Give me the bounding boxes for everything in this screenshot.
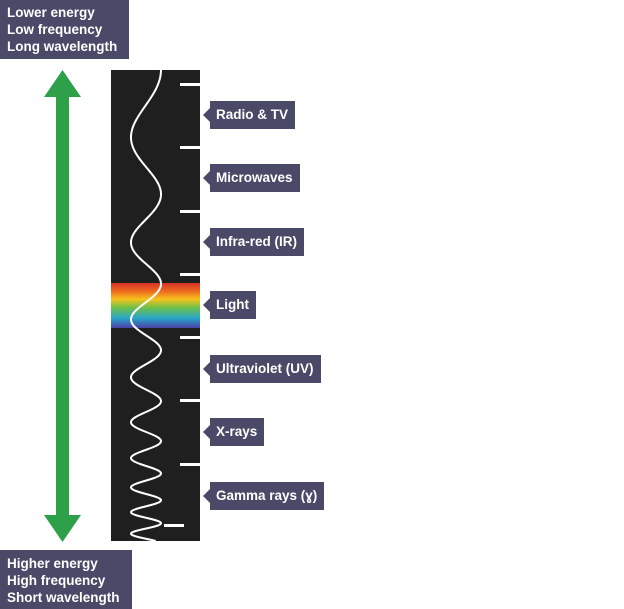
double-headed-arrow-icon bbox=[44, 70, 81, 542]
top-line-wavelength: Long wavelength bbox=[7, 39, 118, 54]
top-line-energy: Lower energy bbox=[7, 5, 95, 20]
high-energy-label-box: Higher energy High frequency Short wavel… bbox=[0, 550, 132, 609]
label-microwaves: Microwaves bbox=[203, 164, 300, 192]
label-ultraviolet: Ultraviolet (UV) bbox=[203, 355, 321, 383]
visible-light-band bbox=[111, 283, 200, 328]
bottom-line-energy: Higher energy bbox=[7, 556, 98, 571]
label-gamma-rays: Gamma rays (ɣ) bbox=[202, 482, 325, 510]
label-infrared: Infra-red (IR) bbox=[203, 228, 304, 256]
tick-marks bbox=[164, 83, 200, 527]
top-line-frequency: Low frequency bbox=[7, 22, 103, 37]
label-x-rays: X-rays bbox=[202, 418, 265, 446]
bottom-line-frequency: High frequency bbox=[7, 573, 106, 588]
low-energy-label-box: Lower energy Low frequency Long waveleng… bbox=[0, 0, 129, 59]
bottom-line-wavelength: Short wavelength bbox=[7, 590, 120, 605]
label-light: Light bbox=[203, 291, 256, 319]
label-radio-tv: Radio & TV bbox=[202, 101, 296, 129]
wavelength-wave bbox=[129, 69, 163, 542]
